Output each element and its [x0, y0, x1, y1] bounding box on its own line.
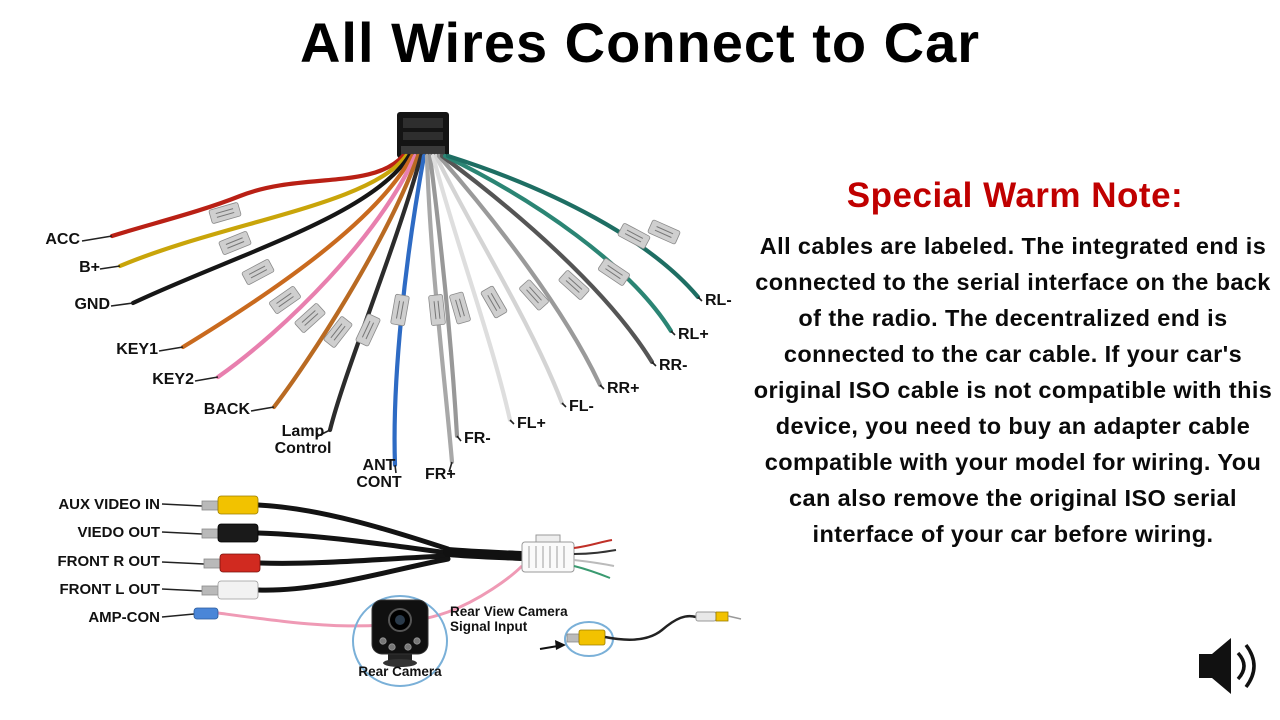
wire-tags [208, 202, 681, 348]
camera-cable-end-connector [695, 611, 742, 622]
wire-rl-plus [442, 153, 674, 334]
wire-label-fr-minus: FR- [464, 430, 491, 447]
wire-fl-plus [430, 153, 513, 423]
wire-back [271, 153, 421, 410]
wire-fr-minus [427, 153, 460, 439]
left-wires [109, 153, 427, 468]
wire-label-fl-plus: FL+ [517, 415, 546, 432]
wire-label-rr-plus: RR+ [607, 380, 640, 397]
harness-connector [397, 112, 449, 158]
wire-acc [109, 153, 406, 239]
amp-con-plug [193, 607, 219, 620]
wire-label-bplus: B+ [79, 259, 100, 276]
camera-leds [379, 637, 421, 651]
label-ticks [81, 235, 703, 618]
wire-label-ant-cont: ANT CONT [356, 457, 402, 491]
wire-rr-plus [436, 153, 603, 388]
rear-camera-group [352, 595, 742, 687]
rca-label-front-r-out: FRONT R OUT [57, 553, 161, 570]
wire-label-back: BACK [203, 401, 250, 418]
wire-label-rl-plus: RL+ [678, 326, 709, 343]
wire-key2 [215, 153, 418, 380]
wire-label-key2: KEY2 [152, 371, 194, 388]
speaker-icon [1199, 638, 1256, 694]
rca-harness [193, 495, 617, 628]
wire-label-gnd: GND [74, 296, 110, 313]
camera-label: Rear Camera [358, 664, 442, 679]
rca-plug-video-out [201, 523, 259, 543]
wire-label-lamp-control: Lamp Control [274, 423, 332, 457]
note-body: All cables are labeled. The integrated e… [753, 233, 1273, 547]
rca-label-aux-video-in: AUX VIDEO IN [58, 496, 160, 513]
wire-label-acc: ACC [45, 231, 80, 248]
wire-bplus [117, 153, 409, 269]
rca-label-amp-con: AMP-CON [88, 609, 160, 626]
wire-label-fr-plus: FR+ [425, 466, 456, 483]
camera-callout: Rear View Camera Signal Input [450, 604, 568, 634]
rca-label-front-l-out: FRONT L OUT [59, 581, 160, 598]
wire-fl-minus [433, 153, 565, 406]
rca-label-video-out: VIEDO OUT [77, 524, 160, 541]
callout-arrow [539, 640, 566, 650]
rca-plug-front-r-out [203, 553, 261, 573]
camera-cable [604, 614, 697, 641]
rca-plug-front-l-out [201, 580, 259, 600]
wire-label-rr-minus: RR- [659, 357, 688, 374]
camera-highlight-circle [352, 595, 448, 687]
wire-label-fl-minus: FL- [569, 398, 594, 415]
wire-lamp-control [327, 153, 424, 433]
rca-plug-aux-video-in [201, 495, 259, 515]
note-heading: Special Warm Note: [846, 176, 1184, 215]
wire-label-key1: KEY1 [116, 341, 158, 358]
multipin-connector [521, 534, 617, 579]
wire-label-rl-minus: RL- [705, 292, 732, 309]
wire-rr-minus [439, 153, 655, 365]
wire-rl-minus [445, 153, 701, 300]
page-title: All Wires Connect to Car [299, 11, 981, 74]
wire-key1 [180, 153, 415, 350]
wire-gnd [130, 153, 412, 306]
